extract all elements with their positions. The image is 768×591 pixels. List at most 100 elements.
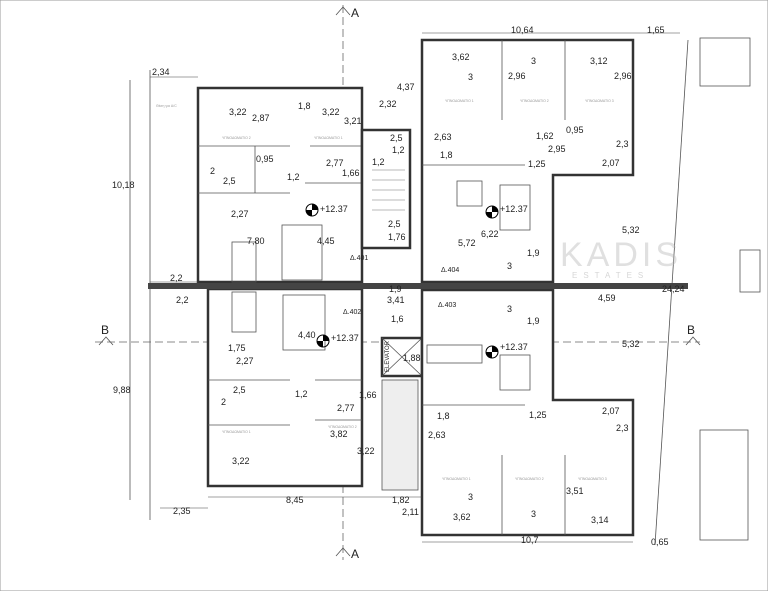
dimension-label: 2,3	[616, 423, 629, 433]
dimension-label: 2,11	[402, 507, 419, 517]
dimension-label: 1,25	[528, 159, 546, 169]
dimension-label: 3,82	[330, 429, 348, 439]
dimension-label: 1,2	[295, 389, 308, 399]
dimension-label: 5,72	[458, 238, 476, 248]
dimension-label: 1,2	[392, 145, 405, 155]
dimension-label: 3,14	[591, 515, 609, 525]
dimension-label: 3	[507, 261, 512, 271]
dimension-label: 2,87	[252, 113, 270, 123]
section-a-top: A	[351, 6, 359, 20]
dimension-label: 3,62	[452, 52, 470, 62]
dimension-label: 4,40	[298, 330, 316, 340]
dimension-label: 1,25	[529, 410, 547, 420]
room-label: ΥΠΝΟΔΩΜΑΤΙΟ 3	[585, 99, 614, 103]
dimension-label: 1,82	[392, 495, 410, 505]
watermark-sub: ESTATES	[572, 271, 649, 280]
dimension-label: 3,22	[229, 107, 247, 117]
apartment-404	[420, 38, 635, 284]
dimension-label: 1,66	[359, 390, 377, 400]
dimension-label: 2,63	[434, 132, 452, 142]
dimension-label: 2	[210, 166, 215, 176]
dimension-label: 1,88	[403, 353, 421, 363]
apartment-label: Δ.403	[438, 302, 456, 309]
dimension-label: 2,63	[428, 430, 446, 440]
dimension-label: 2,5	[223, 176, 236, 186]
apartment-label: Δ.402	[343, 309, 361, 316]
dimension-label: 2,3	[616, 139, 629, 149]
apartment-label: Δ.404	[441, 267, 459, 274]
dimension-label: 3,62	[453, 512, 471, 522]
dimension-label: 1,2	[372, 157, 385, 167]
dimension-label: 1,8	[437, 411, 450, 421]
stair-core	[360, 128, 424, 491]
dimension-label: 9,88	[113, 385, 131, 395]
dimension-label: 8,45	[286, 495, 304, 505]
apartment-401	[196, 86, 364, 284]
dimension-label: 2,27	[231, 209, 249, 219]
apartment-403	[420, 288, 635, 537]
section-a-bottom: A	[351, 547, 359, 561]
dimension-label: 2,77	[337, 403, 355, 413]
room-label: Θέση για A/C	[156, 104, 177, 108]
dimension-label: 1,66	[342, 168, 360, 178]
slab-edge	[148, 283, 688, 289]
dimension-label: 2,32	[379, 99, 397, 109]
dimension-label: 1,76	[388, 232, 406, 242]
dimension-label: 3	[507, 304, 512, 314]
dimension-label: 2,5	[233, 385, 246, 395]
level-mark: +12.37	[320, 204, 348, 214]
dimension-label: 10,7	[521, 535, 539, 545]
dimension-label: 4,37	[397, 82, 415, 92]
dimension-label: 3,22	[232, 456, 250, 466]
dimension-label: 1,75	[228, 343, 246, 353]
dimension-label: 2,96	[508, 71, 526, 81]
dimension-label: 0,95	[256, 154, 274, 164]
dimension-label: 7,80	[247, 236, 265, 246]
dimension-label: 0,95	[566, 125, 584, 135]
apartment-label: Δ.401	[350, 255, 368, 262]
dimension-label: 2,27	[236, 356, 254, 366]
level-mark: +12.37	[500, 204, 528, 214]
dimension-label: 5,32	[622, 339, 640, 349]
room-labels: ΥΠΝΟΔΩΜΑΤΙΟ 2 ΥΠΝΟΔΩΜΑΤΙΟ 1 ΥΠΝΟΔΩΜΑΤΙΟ …	[156, 99, 614, 481]
dimension-label: 1,9	[527, 316, 540, 326]
section-markers: A A B B	[98, 6, 701, 561]
room-label: ΥΠΝΟΔΩΜΑΤΙΟ 1	[442, 477, 471, 481]
dimension-label: 10,64	[511, 25, 534, 35]
dimension-label: 3,41	[387, 295, 405, 305]
room-label: ΥΠΝΟΔΩΜΑΤΙΟ 2	[515, 477, 544, 481]
dimension-label: 2,34	[152, 67, 170, 77]
dimension-label: 3,22	[357, 446, 375, 456]
level-mark: +12.37	[331, 333, 359, 343]
dimension-label: 3	[531, 509, 536, 519]
dimension-label: 0,65	[651, 537, 669, 547]
dimension-label: 3	[531, 56, 536, 66]
dimension-label: 3,21	[344, 116, 362, 126]
level-marker-icon	[305, 203, 499, 359]
dimension-label: 2,96	[614, 71, 632, 81]
dimension-label: 2,5	[388, 219, 401, 229]
room-label: ΥΠΝΟΔΩΜΑΤΙΟ 2	[222, 136, 251, 140]
dimension-label: 2,07	[602, 158, 620, 168]
dimension-label: 1,9	[389, 284, 402, 294]
dimension-label: 5,32	[622, 225, 640, 235]
room-label: ΥΠΝΟΔΩΜΑΤΙΟ 2	[520, 99, 549, 103]
dimension-label: 2,77	[326, 158, 344, 168]
dimension-label: 3	[468, 72, 473, 82]
dimension-label: 4,59	[598, 293, 616, 303]
room-label: ΥΠΝΟΔΩΜΑΤΙΟ 2	[328, 425, 357, 429]
room-label: ΥΠΝΟΔΩΜΑΤΙΟ 1	[445, 99, 474, 103]
dimension-label: 1,9	[527, 248, 540, 258]
dimension-label: 3,22	[322, 107, 340, 117]
dimension-label: 2,35	[173, 506, 191, 516]
dimension-label: 1,62	[536, 131, 554, 141]
room-label: ΥΠΝΟΔΩΜΑΤΙΟ 1	[222, 430, 251, 434]
dimension-label: 2	[221, 397, 226, 407]
dimension-label: 2,5	[390, 133, 403, 143]
level-mark: +12.37	[500, 342, 528, 352]
dimension-label: 1,2	[287, 172, 300, 182]
dimension-label: 10,18	[112, 180, 135, 190]
dimension-label: 2,07	[602, 406, 620, 416]
dimension-label: 3,51	[566, 486, 584, 496]
